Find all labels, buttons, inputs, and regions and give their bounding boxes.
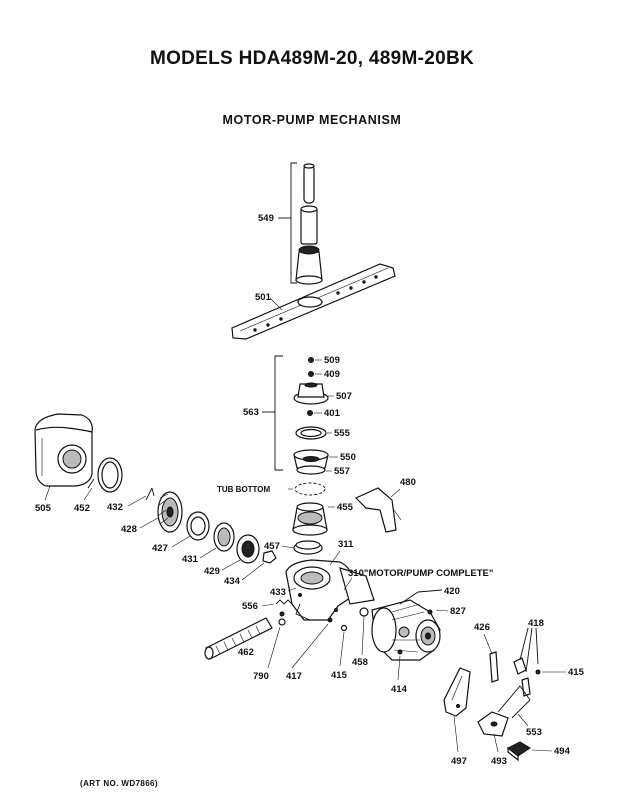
gasket-431 (213, 522, 235, 552)
callout-401: 401 (324, 408, 341, 419)
nut-434 (262, 550, 277, 564)
art-number: (ART NO. WD7866) (80, 779, 158, 788)
bracket-426 (483, 633, 499, 683)
callout-556: 556 (242, 601, 258, 612)
part-458 (359, 607, 369, 617)
callout-827: 827 (450, 606, 466, 617)
callout-505: 505 (35, 503, 52, 514)
callout-458: 458 (352, 657, 368, 668)
callout-426: 426 (474, 622, 490, 633)
disc-429 (236, 534, 260, 564)
page-title: MODELS HDA489M-20, 489M-20BK (149, 48, 475, 69)
callout-790: 790 (253, 671, 269, 682)
callout-555: 555 (334, 428, 351, 439)
clamp-457 (293, 540, 323, 555)
callout-434: 434 (224, 576, 241, 587)
callout-414: 414 (391, 684, 408, 695)
part-415 (340, 624, 348, 632)
callout-480: 480 (400, 477, 416, 488)
impeller-428 (145, 487, 183, 533)
seal-427 (186, 511, 210, 541)
callout-493: 493 (491, 756, 507, 767)
callout-415: 415 (331, 670, 348, 681)
callout-310-motor-pump-complete: 310"MOTOR/PUMP COMPLETE" (348, 568, 493, 579)
callout-557: 557 (334, 466, 350, 477)
callout-431: 431 (182, 554, 199, 565)
callout-311: 311 (338, 539, 354, 550)
part-790-washer (278, 618, 286, 626)
clip-418 (513, 627, 541, 697)
callout-432: 432 (107, 502, 123, 513)
callout-501: 501 (255, 292, 272, 303)
callout-497: 497 (451, 756, 467, 767)
callout-553: 553 (526, 727, 542, 738)
bracket-497 (443, 667, 471, 753)
pump-housing-455 (292, 502, 335, 536)
hub-assembly-563 (262, 355, 338, 475)
duct-480 (354, 487, 402, 533)
motor-310 (371, 589, 443, 661)
callout-429: 429 (204, 566, 220, 577)
spray-arm-501 (231, 263, 396, 340)
bracket-493 (477, 685, 531, 753)
fan-housing-505 (34, 413, 93, 487)
callout-457: 457 (264, 541, 280, 552)
callout-415b: 415 (568, 667, 585, 678)
tub-bottom-label: TUB BOTTOM (217, 485, 271, 494)
callout-427: 427 (152, 543, 168, 554)
callout-433: 433 (270, 587, 286, 598)
callout-507: 507 (336, 391, 352, 402)
section-title: MOTOR-PUMP MECHANISM (222, 113, 402, 127)
ring-452 (87, 457, 123, 493)
callout-509: 509 (324, 355, 340, 366)
callout-452: 452 (74, 503, 90, 514)
callout-549: 549 (258, 213, 274, 224)
tub-bottom-outline (294, 482, 326, 496)
spring-556 (275, 599, 293, 617)
callout-563: 563 (243, 407, 259, 418)
pad-494 (507, 741, 531, 762)
auger-462 (204, 617, 273, 660)
callout-455: 455 (337, 502, 354, 513)
callout-462: 462 (238, 647, 254, 658)
pump-body-311 (285, 559, 375, 621)
callout-409: 409 (324, 369, 340, 380)
feed-tube-assembly-549 (278, 162, 323, 285)
part-417 (327, 617, 333, 623)
callout-420: 420 (444, 586, 460, 597)
part-414 (397, 649, 403, 655)
callout-494: 494 (554, 746, 571, 757)
callout-428: 428 (121, 524, 137, 535)
callout-550: 550 (340, 452, 356, 463)
callout-418: 418 (528, 618, 544, 629)
callout-417: 417 (286, 671, 302, 682)
